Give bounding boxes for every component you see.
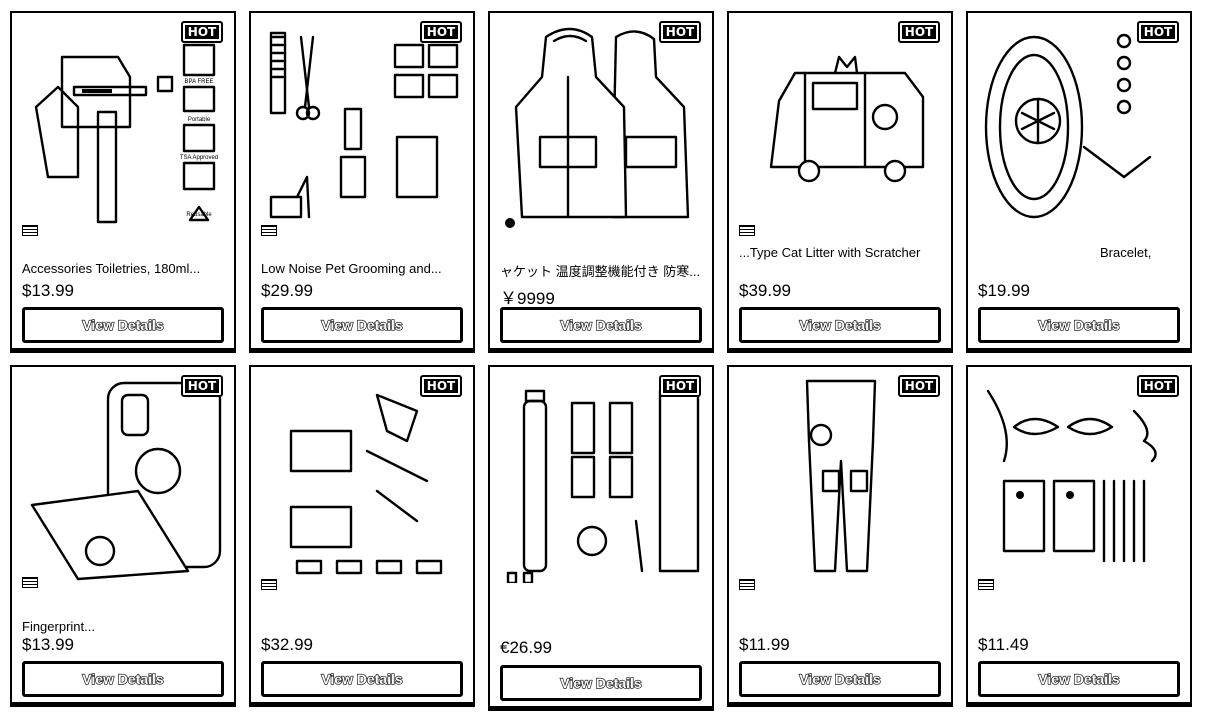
leggings-image [805,379,877,573]
view-details-button[interactable]: View Details [500,307,702,343]
view-details-button[interactable]: View Details [978,661,1180,697]
image-text-tsa: TSA Approved [180,155,218,161]
flag-icon [739,579,755,590]
view-details-button[interactable]: View Details [500,665,702,701]
product-price: $13.99 [22,281,74,300]
hot-badge: HOT [181,375,223,397]
flag-icon [261,579,277,590]
product-price: $39.99 [739,281,791,300]
view-details-button[interactable]: View Details [22,307,224,343]
3d-printer-kit-image [289,393,443,575]
product-price: $19.99 [978,281,1030,300]
flag-icon [978,579,994,590]
flag-icon [22,577,38,588]
product-card[interactable]: HOT Low Noise Pet Grooming and... $29.99… [249,11,475,353]
product-title[interactable]: Accessories Toiletries, 180ml... [22,261,201,276]
product-price: €26.99 [500,638,552,657]
product-card[interactable]: HOT $11.49 View Details [966,365,1192,707]
product-price: $11.49 [978,635,1029,654]
hot-badge: HOT [659,21,701,43]
product-price: $29.99 [261,281,313,300]
image-text-portable: Portable [188,117,211,123]
product-price: ￥9999 [500,289,555,308]
product-card[interactable]: HOT €26.99 View Details [488,365,714,711]
flag-icon [261,225,277,236]
view-details-button[interactable]: View Details [739,307,941,343]
product-card[interactable]: HOT Bracelet, $19.99 View Details [966,11,1192,353]
product-title[interactable]: Bracelet, [1100,245,1152,260]
product-card[interactable]: HOT ャケット 温度調整機能付き 防寒... ￥9999 View Detai… [488,11,714,353]
view-details-button[interactable]: View Details [739,661,941,697]
product-title[interactable]: Fingerprint... [22,619,95,634]
pet-grooming-kit-image [269,31,459,219]
hot-badge: HOT [1137,375,1179,397]
hot-badge: HOT [181,21,223,43]
flag-icon [22,225,38,236]
product-card[interactable]: BPA FREE Portable TSA Approved Reusable … [10,11,236,353]
hot-badge: HOT [420,21,462,43]
view-details-button[interactable]: View Details [261,307,463,343]
product-price: $13.99 [22,635,74,654]
product-card[interactable]: HOT Fingerprint... $13.99 View Details [10,365,236,707]
product-grid: BPA FREE Portable TSA Approved Reusable … [10,11,1198,711]
product-price: $11.99 [739,635,790,654]
cat-litter-van-image [769,55,925,183]
hot-badge: HOT [898,21,940,43]
view-details-button[interactable]: View Details [261,661,463,697]
bracelet-image [984,33,1152,219]
image-text-reusable: Reusable [186,212,212,218]
hot-badge: HOT [898,375,940,397]
product-price: $32.99 [261,635,313,654]
product-title[interactable]: ...Type Cat Litter with Scratcher [739,245,921,260]
product-card[interactable]: HOT ...Type Cat Litter with Scratcher $3… [727,11,953,353]
view-details-button[interactable]: View Details [978,307,1180,343]
product-title[interactable]: Low Noise Pet Grooming and... [261,261,442,276]
hair-clipper-set-image [506,389,700,583]
heated-jacket-image [505,27,690,228]
view-details-button[interactable]: View Details [22,661,224,697]
hot-badge: HOT [420,375,462,397]
hot-badge: HOT [1137,21,1179,43]
product-title[interactable]: ャケット 温度調整機能付き 防寒... [500,264,701,279]
product-card[interactable]: HOT $11.99 View Details [727,365,953,707]
flag-icon [739,225,755,236]
product-card[interactable]: HOT $32.99 View Details [249,365,475,707]
travel-bottles-image: BPA FREE Portable TSA Approved Reusable [34,43,218,224]
hot-badge: HOT [659,375,701,397]
false-eyelashes-image [986,389,1157,563]
image-text-bpa: BPA FREE [185,79,214,85]
phone-case-image [30,381,222,581]
